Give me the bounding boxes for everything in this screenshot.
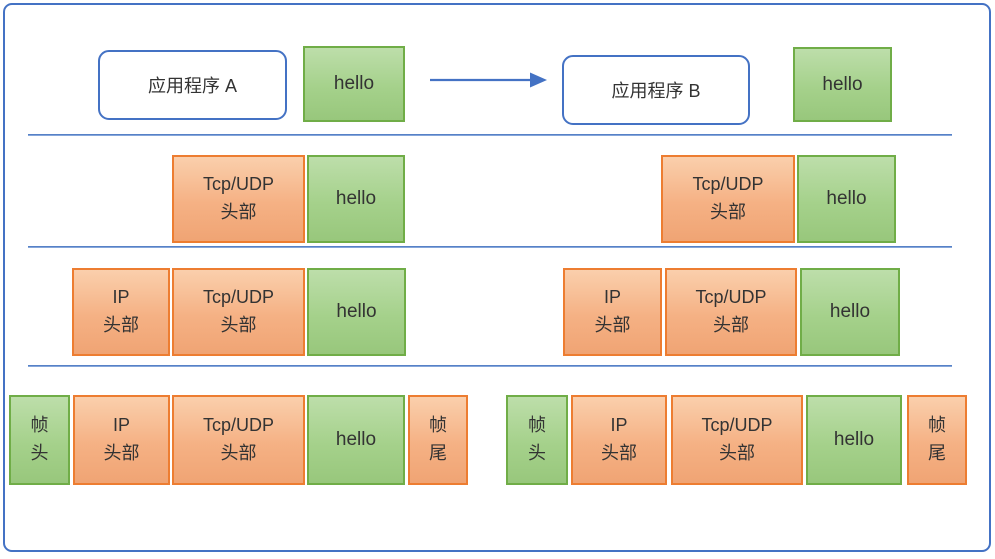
tcpudp-header-box: Tcp/UDP 头部 <box>665 268 797 356</box>
tcpudp-label-line1: Tcp/UDP <box>202 174 274 195</box>
tcpudp-label-line1: Tcp/UDP <box>692 174 764 195</box>
hello-data-box: hello <box>800 268 900 356</box>
tcpudp-label-line1: Tcp/UDP <box>695 287 767 308</box>
tcpudp-header-box: Tcp/UDP 头部 <box>172 395 305 485</box>
ip-label-line1: IP <box>610 415 628 436</box>
frame-trailer-box: 帧 尾 <box>907 395 967 485</box>
ip-label-line2: 头部 <box>103 443 140 463</box>
frame-header-label-line2: 头 <box>30 443 49 463</box>
tcpudp-label-line1: Tcp/UDP <box>202 287 274 308</box>
ip-header-box: IP 头部 <box>72 268 170 356</box>
tcpudp-label-line2: 头部 <box>713 315 749 335</box>
frame-header-label-line1: 帧 <box>528 415 546 436</box>
hello-label: hello <box>335 429 377 451</box>
tcpudp-header-box: Tcp/UDP 头部 <box>661 155 795 243</box>
layer-divider-2 <box>28 246 952 248</box>
frame-trailer-label-line1: 帧 <box>928 415 946 436</box>
hello-label: hello <box>826 188 867 210</box>
tcpudp-label-line2: 头部 <box>220 315 257 335</box>
tcpudp-label-line1: Tcp/UDP <box>701 415 773 436</box>
hello-label: hello <box>829 301 871 323</box>
arrow-a-to-b-icon <box>430 72 547 88</box>
frame-header-label-line1: 帧 <box>30 415 49 436</box>
tcpudp-header-box: Tcp/UDP 头部 <box>671 395 803 485</box>
layer-divider-1 <box>28 134 952 136</box>
tcpudp-label-line2: 头部 <box>220 443 257 463</box>
ip-label-line1: IP <box>603 287 621 308</box>
hello-label: hello <box>833 429 875 451</box>
layer-divider-3 <box>28 365 952 367</box>
frame-trailer-label-line1: 帧 <box>429 415 447 436</box>
hello-label: hello <box>336 301 377 323</box>
hello-data-box: hello <box>307 395 405 485</box>
hello-label: hello <box>335 188 377 210</box>
ip-label-line1: IP <box>112 287 130 308</box>
ip-label-line1: IP <box>112 415 130 436</box>
tcpudp-label-line1: Tcp/UDP <box>202 415 274 436</box>
hello-data-box: hello <box>806 395 902 485</box>
tcpudp-label-line2: 头部 <box>710 202 746 222</box>
hello-data-box: hello <box>793 47 892 122</box>
tcpudp-label-line2: 头部 <box>220 202 257 222</box>
app-a-label: 应用程序 A <box>147 76 237 96</box>
hello-data-box: hello <box>303 46 405 122</box>
app-b-label: 应用程序 B <box>611 81 701 101</box>
frame-trailer-label-line2: 尾 <box>429 443 447 463</box>
app-a-node: 应用程序 A <box>98 50 287 120</box>
ip-header-box: IP 头部 <box>563 268 662 356</box>
hello-data-box: hello <box>307 268 406 356</box>
frame-header-box: 帧 头 <box>506 395 568 485</box>
frame-header-box: 帧 头 <box>9 395 70 485</box>
frame-trailer-label-line2: 尾 <box>928 443 946 463</box>
tcpudp-header-box: Tcp/UDP 头部 <box>172 155 305 243</box>
ip-label-line2: 头部 <box>594 315 631 335</box>
frame-header-label-line2: 头 <box>528 443 546 463</box>
ip-label-line2: 头部 <box>601 443 637 463</box>
hello-label: hello <box>822 73 863 95</box>
ip-header-box: IP 头部 <box>571 395 667 485</box>
app-b-node: 应用程序 B <box>562 55 750 125</box>
hello-data-box: hello <box>307 155 405 243</box>
ip-header-box: IP 头部 <box>73 395 170 485</box>
hello-data-box: hello <box>797 155 896 243</box>
hello-label: hello <box>333 73 375 95</box>
tcpudp-label-line2: 头部 <box>719 443 755 463</box>
ip-label-line2: 头部 <box>103 315 139 335</box>
tcpudp-header-box: Tcp/UDP 头部 <box>172 268 305 356</box>
frame-trailer-box: 帧 尾 <box>408 395 468 485</box>
